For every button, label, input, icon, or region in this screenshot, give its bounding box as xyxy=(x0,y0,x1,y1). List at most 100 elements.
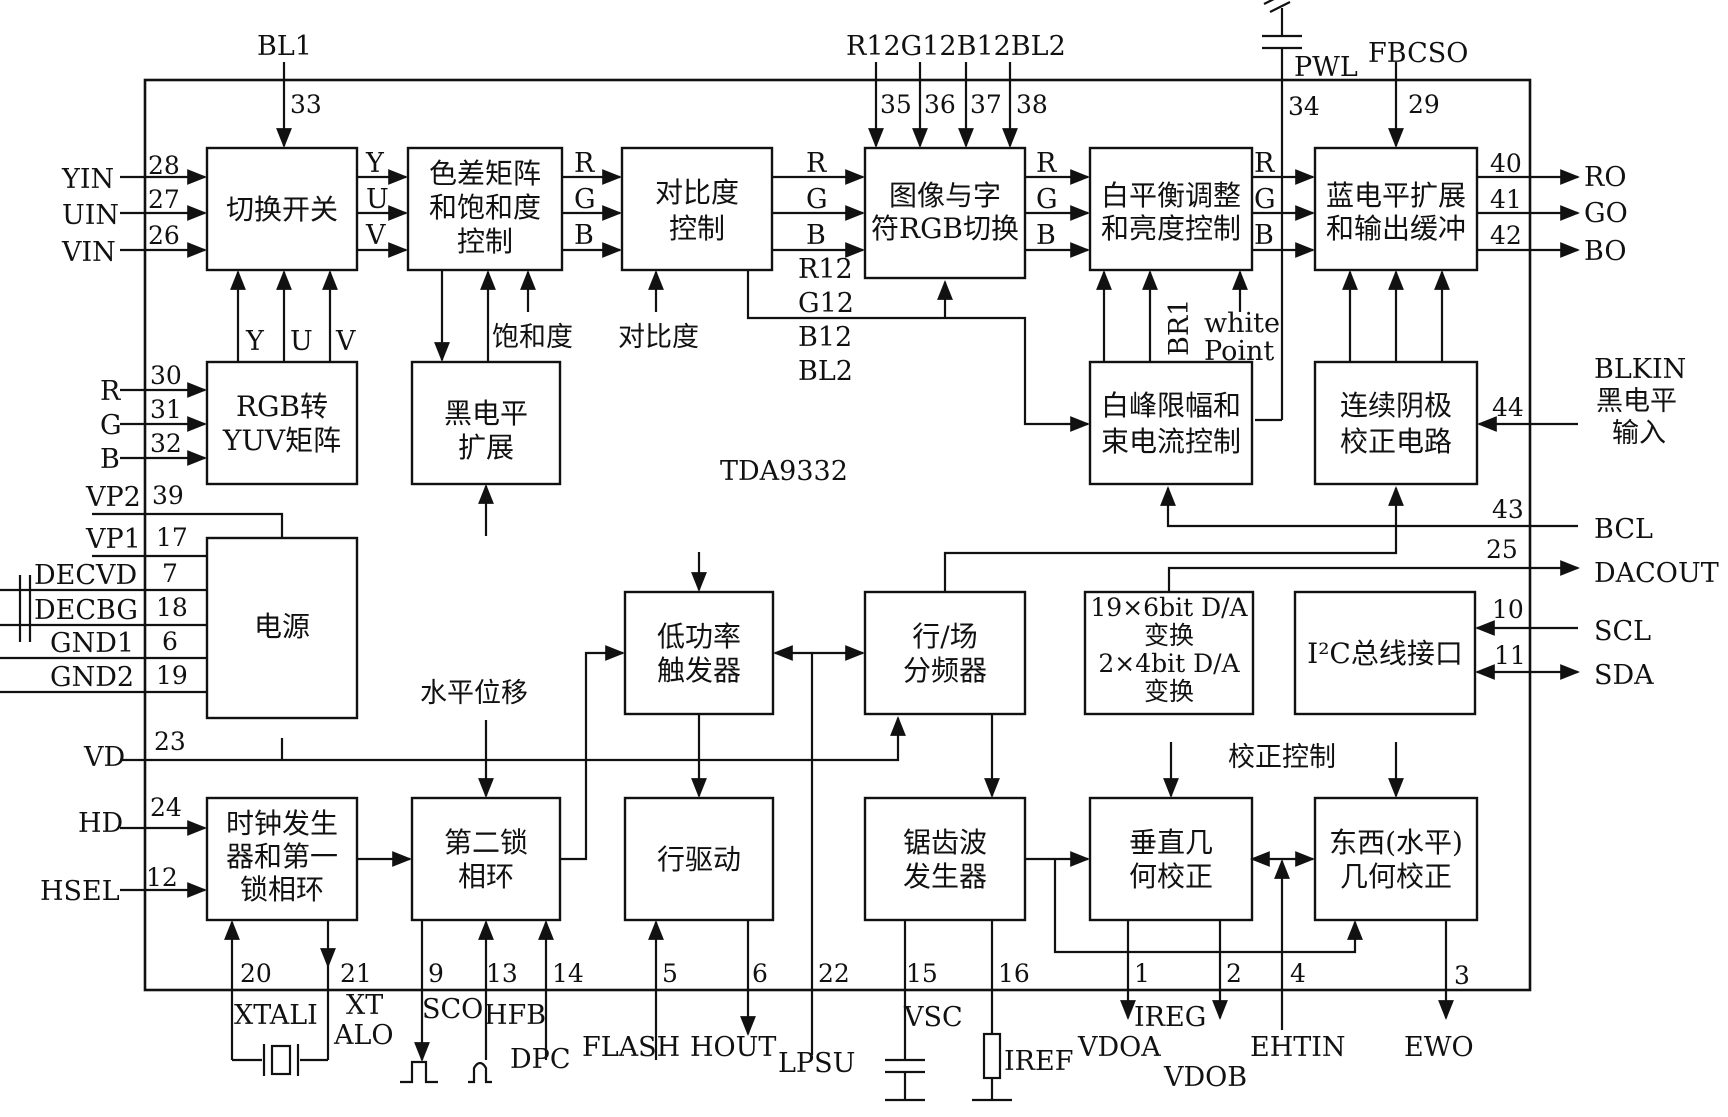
label-y-sw: Y xyxy=(365,148,385,179)
label-vd: VD xyxy=(83,742,125,773)
block-black-line2: 扩展 xyxy=(458,431,514,464)
block-dac: 19×6bit D/A 变换 2×4bit D/A 变换 xyxy=(1083,590,1255,716)
label-correction-control: 校正控制 xyxy=(1228,742,1336,773)
label-bo: BO xyxy=(1584,236,1626,267)
block-sawtooth: 锯齿波 发生器 xyxy=(863,796,1027,922)
label-b-o: B xyxy=(1036,220,1056,251)
block-clock: 时钟发生 器和第一 锁相环 xyxy=(205,796,359,922)
pin-2: 2 xyxy=(1226,959,1242,988)
label-b-w: B xyxy=(1254,220,1274,251)
label-point: Point xyxy=(1204,336,1274,367)
pin-12: 12 xyxy=(146,863,178,892)
pin-44: 44 xyxy=(1492,393,1524,422)
block-ewgeom-line1: 东西(水平) xyxy=(1329,826,1463,859)
block-rgb2yuv: RGB转 YUV矩阵 xyxy=(205,360,359,486)
label-g-m: G xyxy=(574,184,596,215)
label-dpc: DPC xyxy=(510,1044,570,1075)
block-dac-line4: 变换 xyxy=(1144,677,1194,706)
pin-11: 11 xyxy=(1494,641,1526,670)
pin-5: 5 xyxy=(662,959,678,988)
pin-6-bottom: 6 xyxy=(752,959,768,988)
label-u-yuv: U xyxy=(290,326,313,357)
block-i2c-line1: I²C总线接口 xyxy=(1307,637,1463,670)
block-pll2-line1: 第二锁 xyxy=(444,826,528,859)
block-divider-line2: 分频器 xyxy=(903,654,987,687)
block-peak: 白峰限幅和 束电流控制 xyxy=(1088,360,1254,486)
block-peak-line2: 束电流控制 xyxy=(1101,425,1241,458)
block-vgeom: 垂直几 何校正 xyxy=(1088,796,1254,922)
label-vdob: VDOB xyxy=(1163,1062,1247,1093)
block-power-line1: 电源 xyxy=(254,610,310,643)
block-lowpower-line2: 触发器 xyxy=(657,654,741,687)
label-pwl: PWL xyxy=(1294,52,1358,83)
block-white-balance: 白平衡调整 和亮度控制 xyxy=(1088,146,1254,272)
label-decvd: DECVD xyxy=(34,560,137,591)
block-blue-line1: 蓝电平扩展 xyxy=(1326,179,1466,212)
block-osd-line2: 符RGB切换 xyxy=(871,212,1019,245)
label-u-sw: U xyxy=(366,184,389,215)
label-r-m: R xyxy=(574,148,595,179)
chip-name-label: TDA9332 xyxy=(720,456,848,487)
block-clock-line2: 器和第一 xyxy=(226,840,338,873)
label-r12: R12 xyxy=(798,254,853,285)
label-vin: VIN xyxy=(61,237,116,268)
chip-outline xyxy=(143,78,1532,992)
pin-42: 42 xyxy=(1490,221,1522,250)
block-i2c: I²C总线接口 xyxy=(1293,590,1477,716)
pin-23: 23 xyxy=(154,727,186,756)
block-sawtooth-line1: 锯齿波 xyxy=(903,826,987,859)
pin-6: 6 xyxy=(162,627,178,656)
block-contrast-line1: 对比度 xyxy=(655,176,739,209)
label-hfb: HFB xyxy=(484,1000,546,1031)
pin-40: 40 xyxy=(1490,149,1522,178)
block-peak-line1: 白峰限幅和 xyxy=(1101,389,1241,422)
label-vsc: VSC xyxy=(903,1002,963,1033)
label-b-m: B xyxy=(574,220,594,251)
label-black-input-2: 输入 xyxy=(1612,418,1666,449)
block-cathode-line1: 连续阴极 xyxy=(1340,389,1452,422)
label-contrast-ctrl: 对比度 xyxy=(618,322,699,353)
pin-39: 39 xyxy=(152,481,184,510)
pin-numbers: 33 35 36 37 38 34 29 28 27 26 30 31 32 3… xyxy=(146,90,1526,990)
pin-27: 27 xyxy=(148,185,180,214)
pin-7: 7 xyxy=(162,559,178,588)
label-b-in: B xyxy=(100,444,120,475)
block-clock-line1: 时钟发生 xyxy=(226,807,338,840)
label-hsel: HSEL xyxy=(40,876,120,907)
label-r-w: R xyxy=(1254,148,1275,179)
label-go: GO xyxy=(1584,198,1628,229)
label-hd: HD xyxy=(78,808,123,839)
block-divider-line1: 行/场 xyxy=(912,620,977,653)
block-pll2-line2: 相环 xyxy=(458,860,514,893)
label-flash: FLASH xyxy=(582,1032,680,1063)
label-bl1: BL1 xyxy=(257,31,312,62)
block-matrix-line1: 色差矩阵 xyxy=(429,157,541,190)
pin-19: 19 xyxy=(156,661,188,690)
label-scl: SCL xyxy=(1594,616,1651,647)
label-dacout: DACOUT xyxy=(1594,558,1719,589)
pin-31: 31 xyxy=(150,395,182,424)
label-br1: BR1 xyxy=(1164,299,1195,356)
pin-1: 1 xyxy=(1134,959,1150,988)
block-rgb2yuv-line2: YUV矩阵 xyxy=(222,424,341,457)
pin-30: 30 xyxy=(150,361,182,390)
pin-35: 35 xyxy=(880,90,912,119)
block-blue: 蓝电平扩展 和输出缓冲 xyxy=(1313,146,1479,272)
label-sda: SDA xyxy=(1594,660,1654,691)
block-power: 电源 xyxy=(205,536,359,720)
pin-36: 36 xyxy=(924,90,956,119)
label-lpsu: LPSU xyxy=(778,1048,855,1079)
block-dac-line1: 19×6bit D/A xyxy=(1090,593,1248,622)
label-b12: B12 xyxy=(798,322,852,353)
label-hout: HOUT xyxy=(690,1032,776,1063)
label-fbcso: FBCSO xyxy=(1368,38,1468,69)
block-vgeom-line2: 何校正 xyxy=(1129,860,1213,893)
block-clock-line3: 锁相环 xyxy=(240,873,324,906)
pin-13: 13 xyxy=(486,959,518,988)
label-uin: UIN xyxy=(62,200,119,231)
block-lowpower-line1: 低功率 xyxy=(657,620,741,653)
label-yin: YIN xyxy=(61,164,114,195)
pin-16: 16 xyxy=(998,959,1030,988)
pin-26: 26 xyxy=(148,221,180,250)
